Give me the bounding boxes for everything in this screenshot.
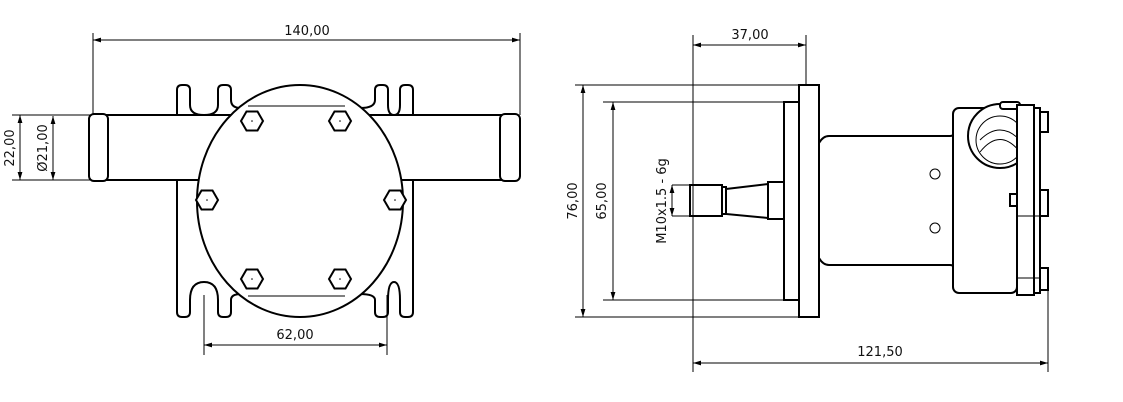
dim-label: Ø21,00 [36,124,51,171]
dimension-shaft-thread: M10x1.5 - 6g [655,158,690,244]
bolt-center [251,120,253,122]
dim-label: 62,00 [276,328,313,343]
mounting-plate [176,84,414,318]
front-view: 140,00 22,00 Ø21,00 62,00 [3,24,521,355]
mount-hole [929,222,941,234]
shaft [689,181,785,220]
cover-flats [248,105,345,297]
bolt-center [339,278,341,280]
dim-label: M10x1.5 - 6g [655,158,670,244]
end-plate [1016,104,1035,296]
dimension-flange-height: 76,00 [566,84,800,318]
clip [1009,193,1018,207]
dimension-pilot-height: 65,00 [595,101,785,301]
dim-label: 22,00 [3,129,18,166]
dimension-port-outer: 22,00 [3,114,92,181]
dimension-overall-length: 140,00 [92,24,521,115]
bolt-center [394,199,396,201]
mount-hole [929,168,941,180]
dim-label: 65,00 [595,182,610,219]
port-cap-right [499,113,521,182]
pilot-plate [783,101,800,301]
bolt-head [1039,267,1049,291]
bolt-center [339,120,341,122]
dim-label: 140,00 [284,24,330,39]
cover-bolts [194,110,408,290]
bolt-head [1039,189,1049,217]
dimension-flange-depth: 37,00 [692,28,807,372]
flange [798,84,820,318]
dimension-overall-depth: 121,50 [693,290,1049,372]
bolt-center [206,199,208,201]
bolt-head [1039,111,1049,133]
side-view: 37,00 76,00 65,00 M10x1.5 - 6g 121,50 [566,28,1049,372]
dim-label: 37,00 [731,28,768,43]
dim-label: 76,00 [566,182,581,219]
dimension-mount-spacing: 62,00 [203,295,388,355]
dim-label: 121,50 [857,345,903,360]
port-cap-left [88,113,109,182]
bolt-center [251,278,253,280]
dimension-port-diameter: Ø21,00 [36,116,56,180]
bracket-body [818,128,956,273]
pump-cover [196,84,404,318]
